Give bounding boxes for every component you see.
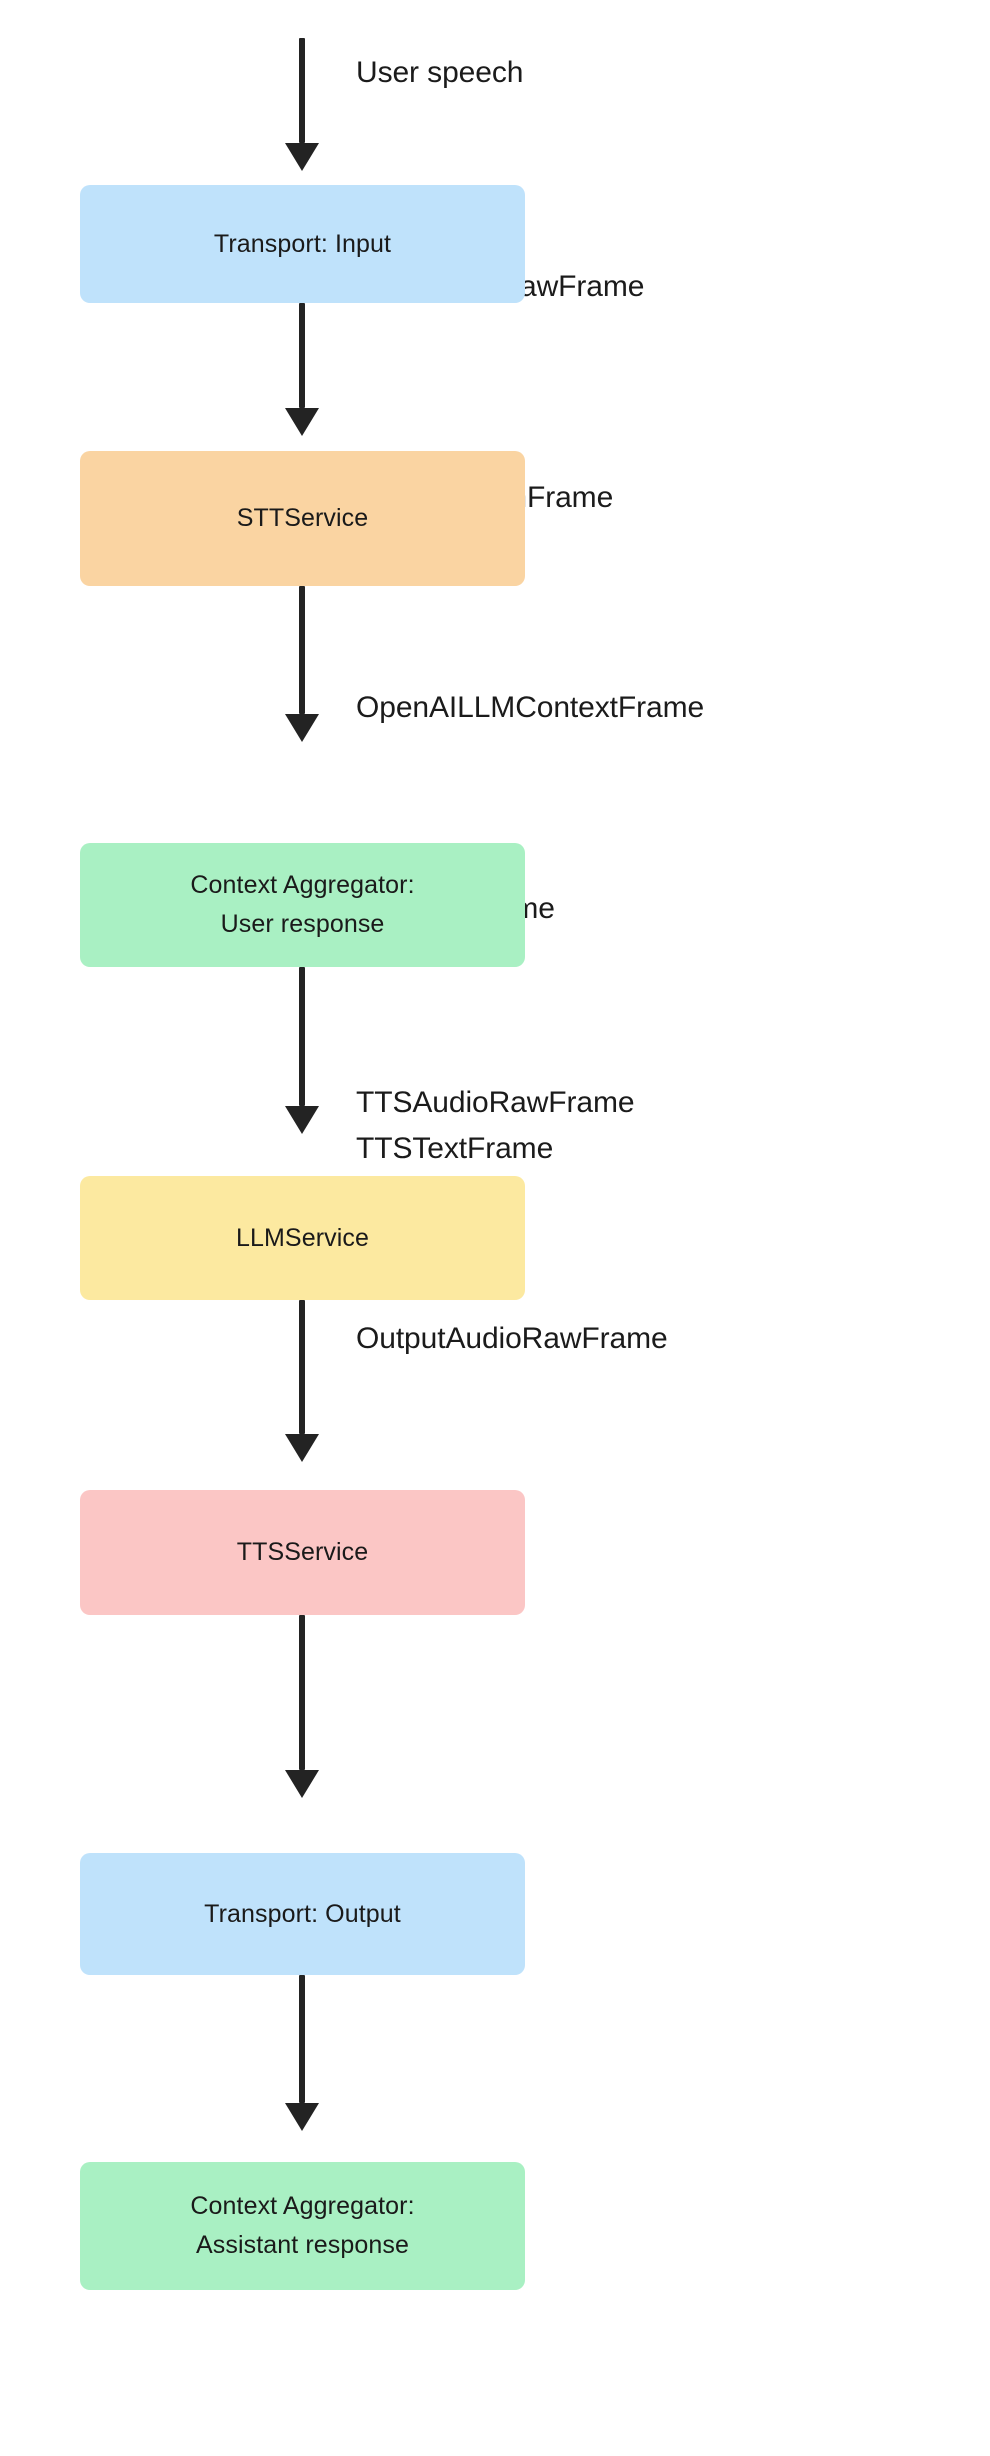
- node-stt-service[interactable]: STTService: [80, 451, 525, 586]
- arrow-shaft-icon: [299, 1975, 305, 2103]
- arrow-head-icon: [285, 2103, 319, 2131]
- arrow-head-icon: [285, 714, 319, 742]
- arrow-head-icon: [285, 1106, 319, 1134]
- edge-label-line: TTSTextFrame: [356, 1131, 554, 1165]
- arrow-shaft-icon: [299, 38, 305, 143]
- node-llm-service[interactable]: LLMService: [80, 1176, 525, 1300]
- node-context-aggregator-user[interactable]: Context Aggregator: User response: [80, 843, 525, 967]
- node-transport-input[interactable]: Transport: Input: [80, 185, 525, 303]
- node-label: Context Aggregator:: [190, 2192, 415, 2221]
- arrow-shaft-icon: [299, 1615, 305, 1770]
- arrow-head-icon: [285, 1770, 319, 1798]
- node-tts-service[interactable]: TTSService: [80, 1490, 525, 1615]
- edge-label-line: User speech: [356, 56, 524, 89]
- node-transport-output[interactable]: Transport: Output: [80, 1853, 525, 1975]
- node-label: User response: [220, 910, 385, 938]
- node-label: Transport: Output: [204, 1899, 401, 1928]
- arrow-head-icon: [285, 408, 319, 436]
- node-label: LLMService: [236, 1223, 369, 1252]
- edge-label-openai_llm_context_frame: OpenAILLMContextFrame: [356, 685, 704, 731]
- arrow-shaft-icon: [299, 967, 305, 1106]
- node-label: Context Aggregator:: [190, 871, 415, 900]
- arrow-shaft-icon: [299, 1300, 305, 1434]
- node-label: Transport: Input: [213, 229, 392, 258]
- node-label: Assistant response: [195, 2231, 410, 2259]
- node-label: STTService: [236, 504, 369, 533]
- node-label: TTSService: [236, 1538, 369, 1567]
- arrow-shaft-icon: [299, 303, 305, 408]
- edge-label-user_speech: User speech: [356, 50, 523, 96]
- arrow-shaft-icon: [299, 586, 305, 714]
- node-context-aggregator-assistant[interactable]: Context Aggregator: Assistant response: [80, 2162, 525, 2290]
- edge-label-output_audio_raw_frame: OutputAudioRawFrame: [356, 1316, 668, 1362]
- arrow-head-icon: [285, 143, 319, 171]
- edge-label-line: TTSAudioRawFrame: [356, 1086, 635, 1119]
- edge-label-line: OpenAILLMContextFrame: [356, 691, 705, 724]
- arrow-head-icon: [285, 1434, 319, 1462]
- edge-label-line: OutputAudioRawFrame: [356, 1322, 668, 1355]
